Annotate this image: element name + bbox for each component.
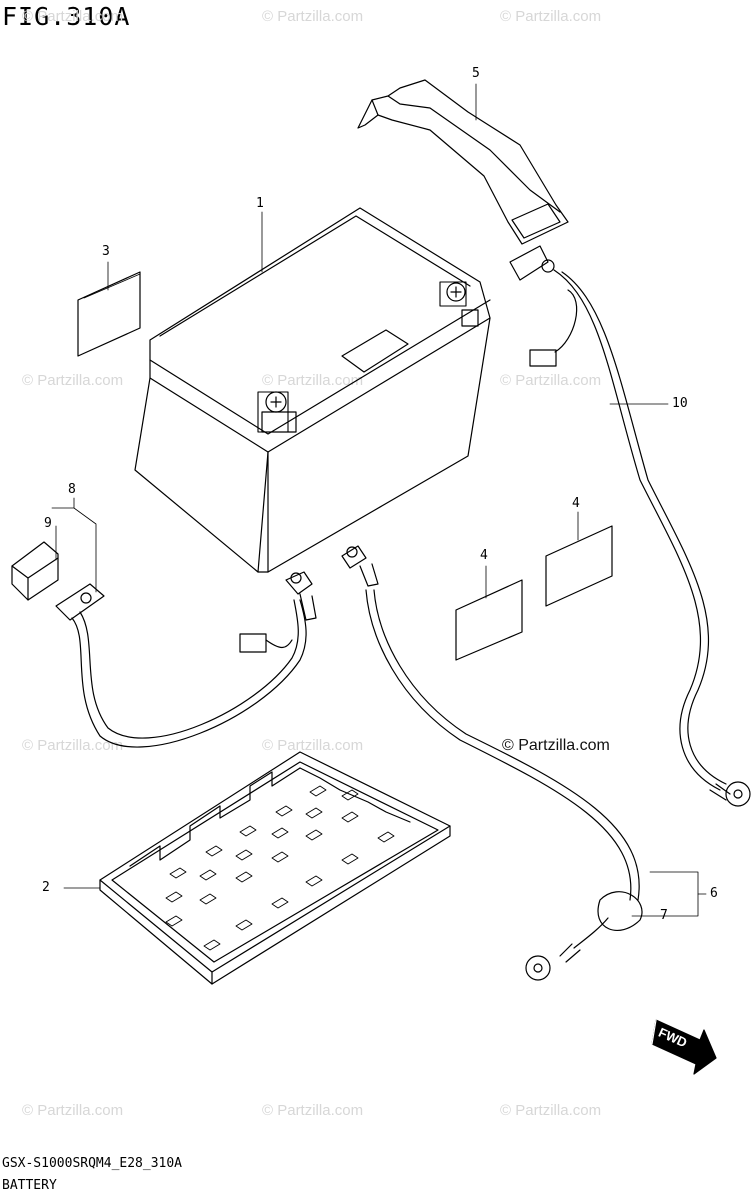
battery-tray-part[interactable] bbox=[99, 751, 451, 985]
negative-cable-part[interactable] bbox=[11, 541, 317, 748]
callout-10: 10 bbox=[672, 396, 688, 411]
watermark: © Partzilla.com bbox=[22, 1102, 124, 1119]
callout-2: 2 bbox=[42, 880, 50, 895]
watermark: © Partzilla.com bbox=[22, 372, 124, 389]
positive-cable-part[interactable] bbox=[509, 245, 751, 807]
label-part-4[interactable] bbox=[455, 525, 613, 661]
callout-9: 9 bbox=[44, 516, 52, 531]
watermark: © Partzilla.com bbox=[262, 737, 364, 754]
battery-part[interactable] bbox=[134, 207, 491, 573]
watermark: © Partzilla.com bbox=[500, 372, 602, 389]
battery-strap-part[interactable] bbox=[357, 79, 569, 245]
callout-5: 5 bbox=[472, 66, 480, 81]
lead-cable-part[interactable] bbox=[341, 545, 643, 981]
callout-3: 3 bbox=[102, 244, 110, 259]
watermark: © Partzilla.com bbox=[262, 8, 364, 25]
callout-6: 6 bbox=[710, 886, 718, 901]
callout-8: 8 bbox=[68, 482, 76, 497]
footer-section-name: BATTERY bbox=[2, 1178, 57, 1193]
callout-7: 7 bbox=[660, 908, 668, 923]
leader-lines bbox=[51, 83, 707, 917]
watermark: © Partzilla.com bbox=[22, 8, 124, 25]
callout-4: 4 bbox=[480, 548, 488, 563]
callout-1: 1 bbox=[256, 196, 264, 211]
footer-model-code: GSX-S1000SRQM4_E28_310A bbox=[2, 1156, 183, 1171]
watermark: © Partzilla.com bbox=[500, 1102, 602, 1119]
watermark: © Partzilla.com bbox=[262, 372, 364, 389]
watermark: © Partzilla.com bbox=[500, 8, 602, 25]
watermark: © Partzilla.com bbox=[262, 1102, 364, 1119]
figure-title: FIG.310A bbox=[2, 2, 131, 31]
fwd-arrow-icon bbox=[651, 1019, 717, 1075]
watermark: © Partzilla.com bbox=[22, 737, 124, 754]
label-part-3[interactable] bbox=[77, 271, 141, 357]
copyright-notice: © Partzilla.com bbox=[502, 737, 610, 754]
callout-4: 4 bbox=[572, 496, 580, 511]
